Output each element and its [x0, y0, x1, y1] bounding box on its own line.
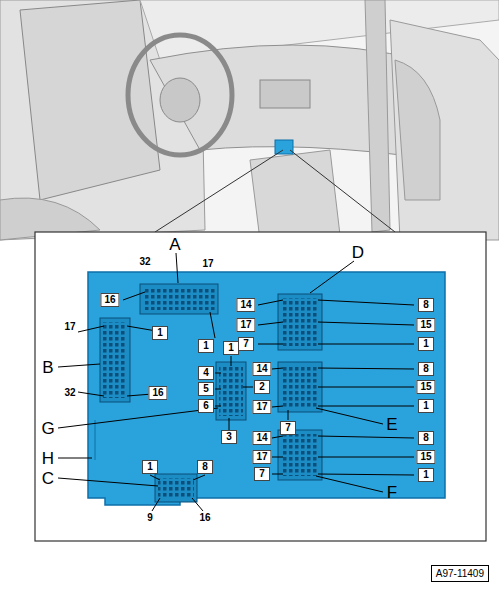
pin-number: 8: [418, 298, 434, 312]
figure-number: A97-11409: [436, 568, 484, 579]
pin-number: 1: [418, 337, 434, 351]
pin-number: 32: [137, 256, 152, 268]
pin-number: 1: [418, 399, 434, 413]
pin-number: 1: [198, 339, 214, 353]
connector-letter: C: [42, 470, 54, 487]
pin-number: 1: [418, 468, 434, 482]
figure-number-box: A97-11409: [431, 565, 489, 582]
pin-number: 7: [280, 421, 296, 435]
pin-number: 15: [416, 450, 435, 464]
pin-number: 14: [252, 362, 271, 376]
pin-number: 9: [145, 512, 155, 524]
pin-number: 2: [254, 380, 270, 394]
pin-number: 1: [152, 326, 168, 340]
pin-number: 7: [238, 337, 254, 351]
pin-number: 17: [62, 321, 77, 333]
pin-number: 5: [198, 382, 214, 396]
connector-letter: B: [42, 359, 53, 376]
pin-number: 8: [418, 362, 434, 376]
pin-number: 1: [142, 460, 158, 474]
pin-number: 16: [100, 293, 119, 307]
pin-number: 7: [254, 467, 270, 481]
connector-letter: G: [41, 420, 54, 437]
pin-number: 17: [252, 400, 271, 414]
connector-letter: H: [42, 450, 54, 467]
pin-number: 1: [223, 341, 239, 355]
pin-number: 32: [62, 387, 77, 399]
pin-number: 14: [236, 298, 255, 312]
pin-number: 17: [252, 450, 271, 464]
pin-number: 8: [197, 460, 213, 474]
pin-number: 15: [416, 380, 435, 394]
pin-number: 4: [198, 366, 214, 380]
pin-number: 16: [148, 386, 167, 400]
connector-letter: F: [387, 484, 397, 501]
pin-number: 16: [197, 512, 212, 524]
connector-letter: A: [169, 236, 180, 253]
pin-number: 15: [416, 318, 435, 332]
pin-number: 3: [221, 430, 237, 444]
pin-number: 14: [252, 431, 271, 445]
pin-number: 8: [418, 431, 434, 445]
pin-number: 6: [198, 399, 214, 413]
pin-number: 17: [200, 258, 215, 270]
connector-letter: D: [352, 244, 364, 261]
connector-letter: E: [386, 416, 397, 433]
pin-number: 17: [236, 318, 255, 332]
